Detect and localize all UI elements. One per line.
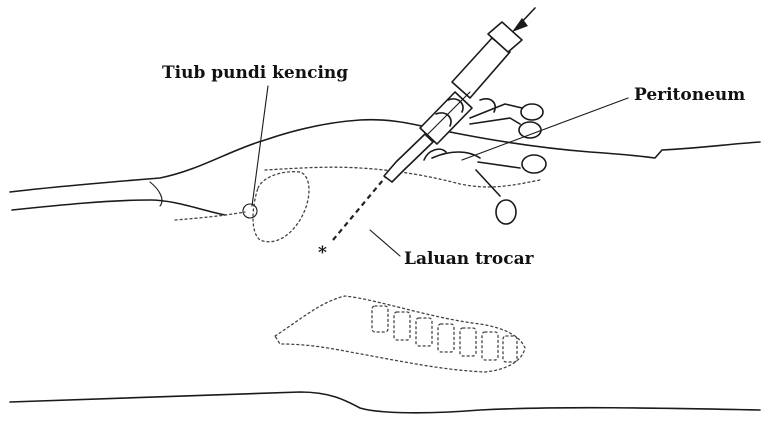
catheter-line (175, 212, 245, 220)
label-trocar-path: Laluan trocar (404, 249, 535, 269)
trocar-path-line (333, 174, 388, 240)
label-peritoneum: Peritoneum (634, 85, 745, 105)
spine-outline (275, 296, 525, 372)
bladder-outline (253, 172, 309, 242)
thigh-contour-upper (12, 200, 225, 215)
trocar-instrument (384, 22, 522, 182)
leader-trocar-path (370, 230, 400, 256)
back-contour (10, 392, 760, 413)
abdomen-skin-contour (10, 120, 760, 192)
leader-bladder-tube (252, 86, 268, 206)
push-arrow (512, 8, 535, 32)
forceps-upper (470, 99, 543, 138)
label-bladder-tube: Tiub pundi kencing (162, 63, 348, 83)
leader-peritoneum (462, 98, 628, 160)
thigh-contour-lower (150, 182, 162, 206)
trocar-path-asterisk: * (318, 243, 327, 263)
vertebrae (372, 306, 517, 362)
catheter-balloon (243, 204, 257, 218)
